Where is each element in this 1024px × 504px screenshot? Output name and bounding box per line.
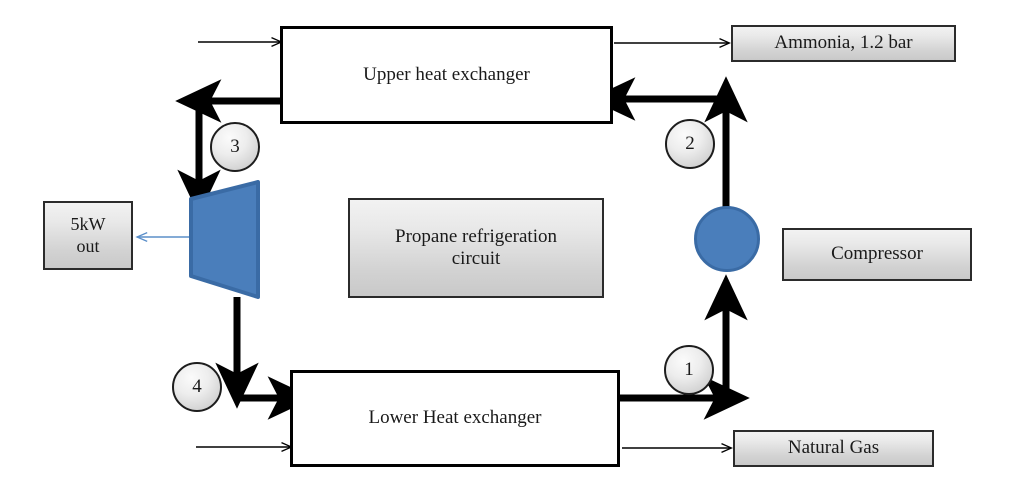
state-point-3-label: 3 xyxy=(230,136,240,157)
state-point-1: 1 xyxy=(664,345,714,395)
pipe-uhx-to-turbine xyxy=(175,79,282,216)
state-point-2: 2 xyxy=(665,119,715,169)
ammonia-stream-box: Ammonia, 1.2 bar xyxy=(731,25,956,62)
compressor-label: Compressor xyxy=(831,243,923,265)
circuit-title-label: Propane refrigeration circuit xyxy=(395,225,557,269)
upper-heat-exchanger-label: Upper heat exchanger xyxy=(363,63,530,85)
state-point-4: 4 xyxy=(172,362,222,412)
power-output-label: 5kW out xyxy=(70,214,106,256)
pipe-turbine-to-lhx xyxy=(215,297,314,420)
state-point-3: 3 xyxy=(210,122,260,172)
state-point-4-label: 4 xyxy=(192,376,202,397)
circuit-title-box: Propane refrigeration circuit xyxy=(348,198,604,298)
compressor-label-box: Compressor xyxy=(782,228,972,281)
turbine[interactable] xyxy=(189,180,260,299)
lower-heat-exchanger-label: Lower Heat exchanger xyxy=(368,407,542,429)
compressor-circle[interactable] xyxy=(694,206,760,272)
pipe-lhx-to-compressor xyxy=(620,274,750,420)
state-point-1-label: 1 xyxy=(684,359,694,380)
natural-gas-stream-label: Natural Gas xyxy=(787,437,880,459)
power-output-box: 5kW out xyxy=(43,201,133,270)
ammonia-stream-label: Ammonia, 1.2 bar xyxy=(774,32,913,54)
state-point-2-label: 2 xyxy=(685,133,695,154)
upper-heat-exchanger-box[interactable]: Upper heat exchanger xyxy=(280,26,613,124)
lower-heat-exchanger-box[interactable]: Lower Heat exchanger xyxy=(290,370,620,467)
natural-gas-stream-box: Natural Gas xyxy=(733,430,934,467)
pipe-compressor-to-uhx xyxy=(589,76,748,208)
